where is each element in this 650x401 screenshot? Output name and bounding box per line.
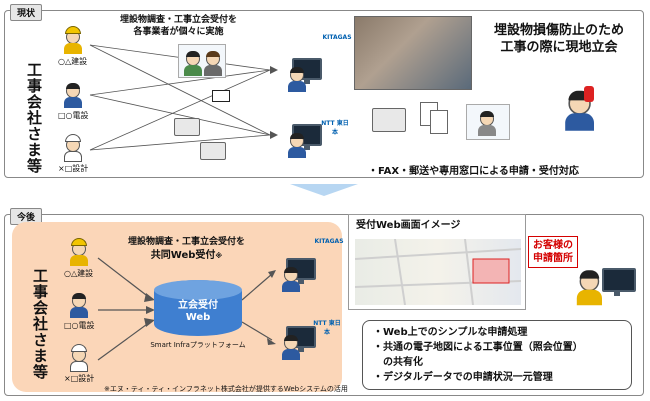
document-icon	[430, 110, 448, 134]
worker-icon	[68, 344, 90, 372]
phone-icon	[584, 86, 594, 102]
fax-icon	[174, 118, 200, 136]
worker-icon	[62, 80, 84, 108]
current-panel	[4, 10, 644, 178]
top-caption-line1: 埋設物調査・工事立会受付を	[120, 15, 238, 25]
top-side-label: 工事会社さま等	[25, 62, 43, 174]
bottom-side-label: 工事会社さま等	[31, 268, 49, 380]
operator-icon	[286, 64, 308, 92]
database-label-line2: Web	[185, 312, 211, 323]
benefit-item: の共有化	[373, 357, 423, 368]
platform-label: Smart Infraプラットフォーム	[150, 341, 246, 349]
benefit-item: ・Web上でのシンプルな申請処理	[373, 327, 528, 338]
user-icon	[574, 266, 605, 306]
company-label: ×□設計	[58, 164, 89, 173]
top-headline-line1: 埋設物損傷防止のため	[493, 23, 624, 38]
database-label: 立会受付 Web	[154, 300, 242, 324]
transition-arrow	[290, 184, 358, 196]
ntt-logo: NTT 東日本	[313, 320, 341, 336]
screen-title: 受付Web画面イメージ	[354, 216, 463, 231]
computer-icon	[602, 268, 636, 296]
benefit-item: ・デジタルデータでの申請状況一元管理	[373, 372, 553, 383]
staff-icon	[202, 48, 224, 76]
top-note: ・FAX・郵送や専用窓口による申請・受付対応	[368, 166, 579, 177]
operator-icon	[280, 264, 302, 292]
top-caption: 埋設物調査・工事立会受付を 各事業者が個々に実施	[120, 14, 237, 38]
worker-icon	[68, 238, 90, 266]
benefit-item: ・共通の電子地図による工事位置（照会位置）	[373, 342, 583, 353]
kitagas-logo: KITAGAS	[314, 238, 344, 245]
callout-line2: 申請箇所	[533, 253, 573, 264]
worker-icon	[62, 26, 84, 54]
database-top	[154, 280, 242, 300]
mail-icon	[212, 90, 230, 102]
top-caption-line2: 各事業者が個々に実施	[133, 27, 224, 37]
fax-icon	[200, 142, 226, 160]
staff-icon	[182, 48, 204, 76]
callout: お客様の 申請箇所	[528, 236, 578, 268]
bottom-caption-line2: 共同Web受付	[150, 250, 216, 261]
worker-icon	[68, 290, 90, 318]
current-tag: 現状	[10, 4, 43, 21]
benefits-box: ・Web上でのシンプルな申請処理 ・共通の電子地図による工事位置（照会位置） の…	[362, 320, 632, 390]
bottom-caption: 埋設物調査・工事立会受付を 共同Web受付※	[128, 236, 245, 263]
company-label: ○△建設	[64, 269, 94, 278]
bottom-caption-mark: ※	[215, 252, 223, 260]
worker-icon	[62, 134, 84, 162]
company-label: ×□設計	[64, 374, 95, 383]
phone-operator-icon	[562, 86, 597, 131]
top-headline: 埋設物損傷防止のため 工事の際に現地立会	[484, 22, 634, 56]
bottom-caption-line1: 埋設物調査・工事立会受付を	[128, 237, 246, 247]
fax-machine-icon	[372, 108, 406, 132]
callout-line1: お客様の	[533, 240, 573, 251]
staff-icon	[476, 108, 498, 136]
ntt-logo: NTT 東日本	[321, 120, 349, 136]
company-label: □○電設	[58, 111, 89, 120]
operator-icon	[286, 130, 308, 158]
kitagas-logo: KITAGAS	[322, 34, 352, 41]
top-headline-line2: 工事の際に現地立会	[500, 40, 618, 55]
site-photo	[354, 16, 472, 90]
operator-icon	[280, 332, 302, 360]
map-roads	[355, 239, 521, 305]
company-label: □○電設	[64, 321, 95, 330]
company-label: ○△建設	[58, 57, 88, 66]
footnote: ※エヌ・ティ・ティ・インフラネット株式会社が提供するWebシステムの活用	[104, 385, 348, 393]
database-label-line1: 立会受付	[178, 300, 218, 311]
